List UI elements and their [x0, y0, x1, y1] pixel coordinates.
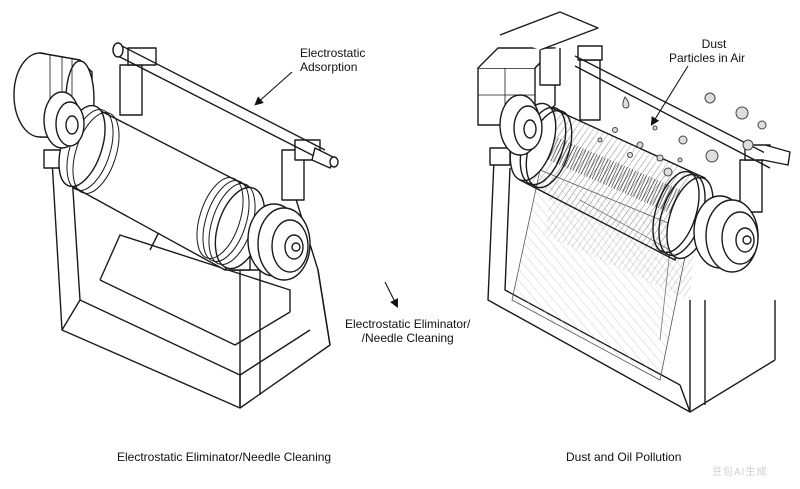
center-label-line2: /Needle Cleaning: [361, 331, 454, 345]
center-arrow: [384, 281, 398, 308]
watermark: 豆包AI生成: [712, 467, 768, 478]
dust-label: Dust Particles in Air: [669, 37, 745, 65]
right-bearing-front: [693, 195, 759, 273]
dust-label-line1: Dust: [701, 37, 727, 51]
center-label: Electrostatic Eliminator/ /Needle Cleani…: [345, 317, 470, 345]
dust-arrow: [650, 65, 689, 126]
right-caption: Dust and Oil Pollution: [566, 450, 682, 464]
left-machine: [13, 42, 339, 409]
dust-particles: [597, 92, 767, 177]
left-caption: Electrostatic Eliminator/Needle Cleaning: [117, 450, 332, 464]
adsorption-label-line2: Adsorption: [300, 60, 358, 74]
center-label-line1: Electrostatic Eliminator/: [345, 317, 471, 331]
left-bearing-back: [43, 91, 85, 149]
adsorption-label-line1: Electrostatic: [300, 46, 366, 60]
left-base-frame: [51, 159, 331, 409]
right-machine: [477, 11, 791, 413]
left-top-rod: [112, 42, 339, 169]
adsorption-arrow: [254, 71, 293, 106]
dust-label-line2: Particles in Air: [669, 51, 746, 65]
right-bearing-back: [499, 94, 543, 156]
left-bearing-front: [247, 203, 311, 281]
right-top-rod: [574, 55, 791, 169]
adsorption-label: Electrostatic Adsorption: [300, 46, 365, 74]
